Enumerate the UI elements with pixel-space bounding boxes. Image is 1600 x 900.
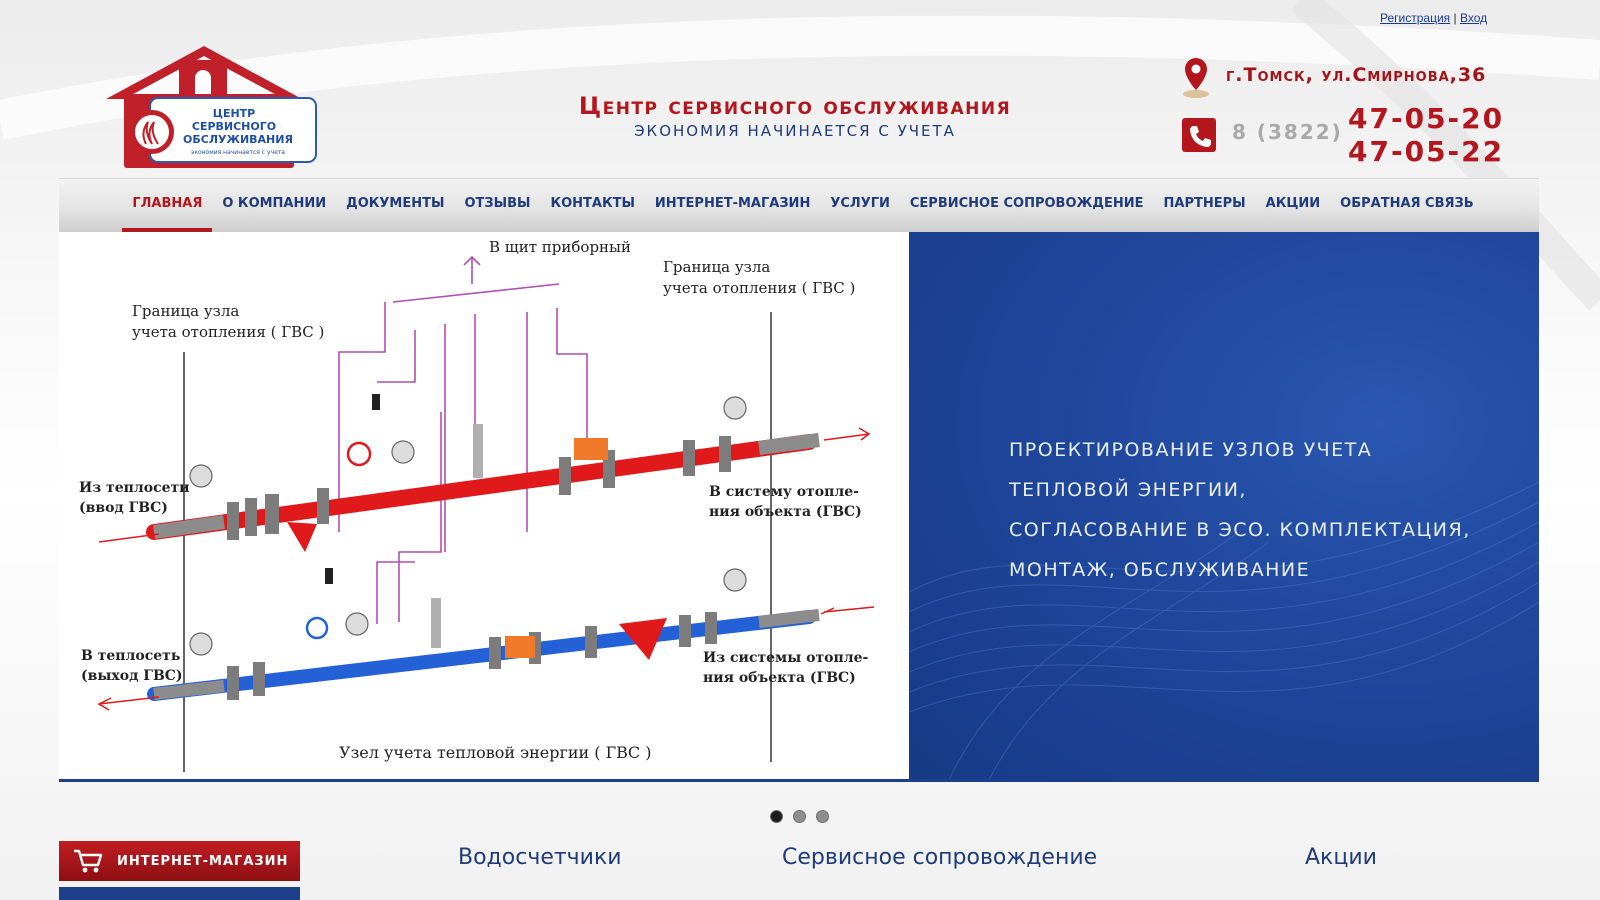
nav-item-promotions[interactable]: АКЦИИ [1265, 196, 1321, 211]
slide-text: ПРОЕКТИРОВАНИЕ УЗЛОВ УЧЕТА ТЕПЛОВОЙ ЭНЕР… [1009, 430, 1509, 590]
login-link[interactable]: Вход [1459, 11, 1488, 25]
nav-item-services[interactable]: УСЛУГИ [830, 196, 890, 211]
label-top: В щит приборный [489, 238, 631, 256]
secondary-sidebar-button[interactable] [59, 887, 300, 900]
label-out-return-1: В теплосеть [81, 648, 180, 664]
slide-text-panel: ПРОЕКТИРОВАНИЕ УЗЛОВ УЧЕТА ТЕПЛОВОЙ ЭНЕР… [909, 232, 1539, 780]
nav-item-documents[interactable]: ДОКУМЕНТЫ [346, 196, 445, 211]
nav-item-service-support[interactable]: СЕРВИСНОЕ СОПРОВОЖДЕНИЕ [909, 196, 1144, 211]
slider-dot-3[interactable] [816, 810, 829, 823]
slogan-title: Центр сервисного обслуживания [578, 92, 1012, 120]
logo-tagline: экономия начинается с учета [191, 149, 285, 156]
logo-line3: ОБСЛУЖИВАНИЯ [183, 133, 293, 146]
location-pin-icon [1183, 58, 1209, 98]
logo-line2: СЕРВИСНОГО [192, 120, 276, 133]
shop-button-label: ИНТЕРНЕТ-МАГАЗИН [117, 853, 289, 869]
label-right-border-1: Граница узла [663, 258, 770, 276]
company-logo[interactable]: ЦЕНТР СЕРВИСНОГО ОБСЛУЖИВАНИЯ экономия н… [104, 44, 324, 172]
auth-links: Регистрация | Вход [1380, 11, 1487, 25]
panel-waves [909, 481, 1539, 780]
nav-item-about[interactable]: О КОМПАНИИ [222, 196, 327, 211]
auth-separator: | [1453, 11, 1457, 25]
slide-text-line-3: СОГЛАСОВАНИЕ В ЭСО. КОМПЛЕКТАЦИЯ, [1009, 519, 1471, 541]
label-right-border-2: учета отопления ( ГВС ) [663, 279, 855, 297]
diagram-caption: Узел учета тепловой энергии ( ГВС ) [339, 743, 652, 762]
address: г.Томск, ул.Смирнова,36 [1226, 64, 1487, 86]
heat-meter-diagram: В щит приборный Граница узла учета отопл… [59, 232, 909, 780]
nav-item-contacts[interactable]: КОНТАКТЫ [550, 196, 635, 211]
phone-number-1[interactable]: 47-05-20 [1348, 102, 1505, 135]
section-service-support[interactable]: Сервисное сопровождение [782, 845, 1098, 870]
slider-dot-2[interactable] [793, 810, 806, 823]
shop-button[interactable]: ИНТЕРНЕТ-МАГАЗИН [59, 841, 300, 881]
phone-code: 8 (3822) [1232, 120, 1343, 144]
cart-icon [74, 849, 103, 873]
nav-item-shop[interactable]: ИНТЕРНЕТ-МАГАЗИН [654, 196, 811, 211]
slide-text-line-2: ТЕПЛОВОЙ ЭНЕРГИИ, [1009, 479, 1247, 501]
slider-dots [770, 810, 829, 823]
slogan-subtitle: ЭКОНОМИЯ НАЧИНАЕТСЯ С УЧЕТА [634, 122, 956, 140]
label-from-system-1: Из системы отопле- [703, 650, 868, 666]
label-out-return-2: (выход ГВС) [81, 668, 183, 684]
nav-item-partners[interactable]: ПАРТНЕРЫ [1163, 196, 1246, 211]
phone-icon [1182, 118, 1216, 152]
hero-slider: В щит приборный Граница узла учета отопл… [59, 232, 1539, 782]
label-to-system-2: ния объекта (ГВС) [709, 504, 862, 520]
label-in-supply-1: Из теплосети [79, 480, 190, 496]
main-nav: ГЛАВНАЯ О КОМПАНИИ ДОКУМЕНТЫ ОТЗЫВЫ КОНТ… [59, 178, 1539, 232]
label-left-border-1: Граница узла [132, 302, 239, 320]
site-slogan: Центр сервисного обслуживания ЭКОНОМИЯ Н… [560, 92, 1030, 140]
nav-item-reviews[interactable]: ОТЗЫВЫ [464, 196, 531, 211]
label-in-supply-2: (ввод ГВС) [79, 500, 168, 516]
label-left-border-2: учета отопления ( ГВС ) [132, 323, 324, 341]
slider-bottom-border [59, 779, 1539, 782]
logo-line1: ЦЕНТР [213, 107, 256, 120]
nav-item-home[interactable]: ГЛАВНАЯ [122, 179, 213, 232]
slide-text-line-4: МОНТАЖ, ОБСЛУЖИВАНИЕ [1009, 559, 1311, 581]
slider-dot-1[interactable] [770, 810, 783, 823]
phone-number-2[interactable]: 47-05-22 [1348, 135, 1505, 168]
slide-text-line-1: ПРОЕКТИРОВАНИЕ УЗЛОВ УЧЕТА [1009, 439, 1373, 461]
section-water-meters[interactable]: Водосчетчики [458, 845, 622, 870]
label-to-system-1: В систему отопле- [709, 484, 859, 500]
section-promotions[interactable]: Акции [1305, 845, 1377, 870]
nav-item-feedback[interactable]: ОБРАТНАЯ СВЯЗЬ [1340, 196, 1474, 211]
label-from-system-2: ния объекта (ГВС) [703, 670, 856, 686]
register-link[interactable]: Регистрация [1380, 11, 1451, 25]
